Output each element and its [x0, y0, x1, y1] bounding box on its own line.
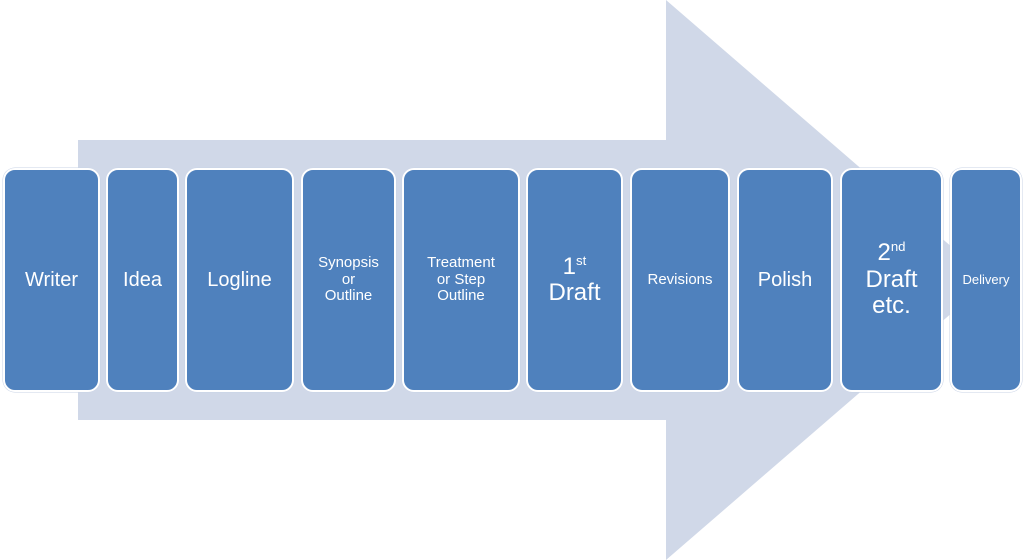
stage-second-draft-etc: etc.	[872, 292, 911, 320]
stage-first-draft-suffix: st	[576, 252, 587, 268]
stage-idea-label: Idea	[123, 268, 162, 291]
stage-synopsis-label: Synopsis or Outline	[314, 255, 383, 305]
stage-revisions-label: Revisions	[647, 271, 713, 289]
stage-delivery-label: Delivery	[962, 271, 1010, 287]
stage-treatment-line-2: or Step	[436, 270, 486, 288]
stage-logline-label: Logline	[207, 268, 272, 291]
stage-synopsis: Synopsis or Outline	[301, 168, 396, 392]
stage-second-draft-label: 2nd Draft etc.	[861, 240, 921, 319]
stage-first-draft-ordinal: 1st	[548, 252, 600, 280]
stage-synopsis-line-2: or	[341, 270, 356, 288]
stage-polish: Polish	[737, 168, 833, 392]
stage-writer: Writer	[3, 168, 100, 392]
stage-treatment-line-3: Outline	[437, 287, 485, 305]
stage-delivery: Delivery	[950, 168, 1022, 392]
stage-second-draft-ordinal: 2nd	[865, 240, 917, 266]
stage-first-draft-label: 1st Draft	[544, 252, 604, 307]
stage-idea: Idea	[106, 168, 179, 392]
stage-polish-label: Polish	[757, 268, 813, 291]
stage-second-draft-word: Draft	[865, 265, 918, 293]
stage-second-draft-suffix: nd	[890, 239, 906, 255]
stage-writer-label: Writer	[25, 268, 78, 291]
stage-revisions: Revisions	[630, 168, 730, 392]
stage-synopsis-line-1: Synopsis	[318, 254, 379, 272]
stage-first-draft-number: 1	[562, 252, 577, 280]
stage-treatment-label: Treatment or Step Outline	[423, 255, 499, 305]
stage-treatment-line-1: Treatment	[427, 254, 495, 272]
stage-second-draft-number: 2	[877, 239, 891, 267]
stage-treatment: Treatment or Step Outline	[402, 168, 520, 392]
stage-synopsis-line-3: Outline	[324, 287, 373, 305]
stage-logline: Logline	[185, 168, 294, 392]
stage-second-draft: 2nd Draft etc.	[840, 168, 943, 392]
stage-first-draft-word: Draft	[548, 279, 601, 306]
stage-first-draft: 1st Draft	[526, 168, 623, 392]
